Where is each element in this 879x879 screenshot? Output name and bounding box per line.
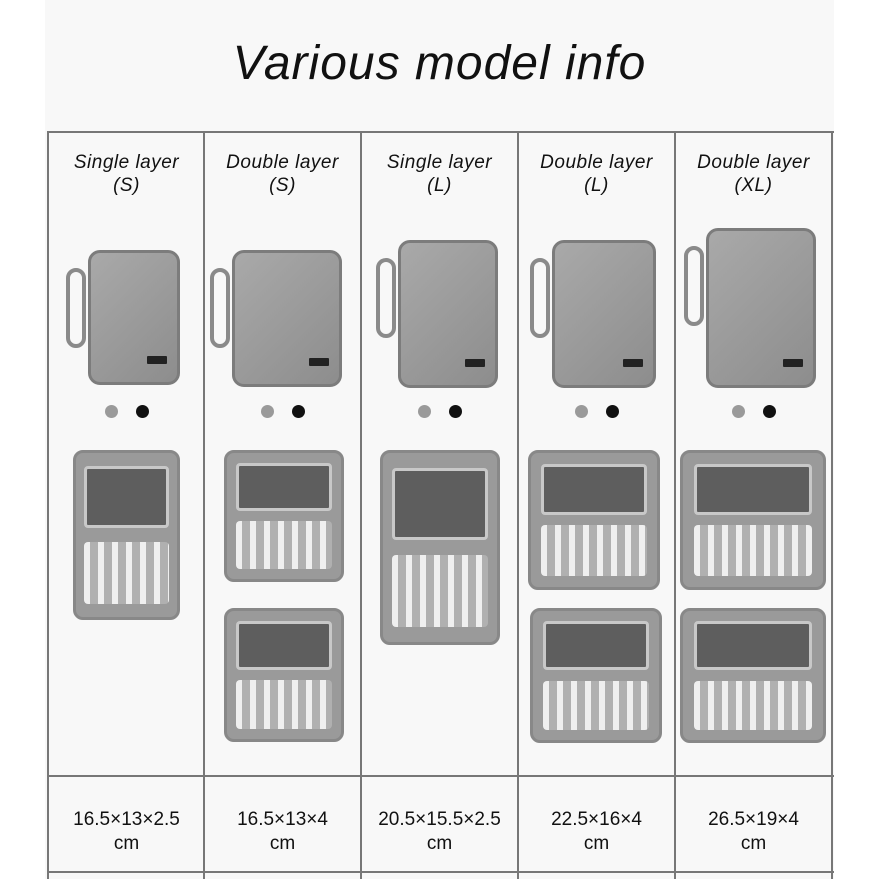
dimensions-unit: cm: [426, 833, 453, 854]
wrist-strap: [530, 258, 550, 338]
table-column-line: [360, 131, 362, 879]
dimensions-value: 22.5×16×4: [551, 809, 642, 830]
color-swatch-gray[interactable]: [574, 405, 588, 418]
model-name-line: Single layer: [73, 152, 180, 173]
closed-bag-image: [706, 228, 816, 388]
model-name: Single layer(S): [49, 151, 204, 197]
mesh-pocket: [236, 463, 332, 511]
brand-logo: [623, 359, 643, 367]
cable-organizer: [236, 521, 332, 569]
model-dimensions: 22.5×16×4 cm: [519, 808, 674, 856]
color-options: [362, 405, 517, 423]
model-size-label: (XL): [734, 175, 773, 196]
open-bag-image: [224, 450, 344, 582]
color-swatch-black[interactable]: [762, 405, 776, 418]
open-bag-image: [380, 450, 500, 645]
model-name-line: Double layer: [697, 152, 810, 173]
model-name: Single layer(L): [362, 151, 517, 197]
brand-logo: [465, 359, 485, 367]
wrist-strap: [210, 268, 230, 348]
model-name-line: Double layer: [226, 152, 339, 173]
model-name: Double layer(S): [205, 151, 360, 197]
dimensions-value: 16.5×13×4: [237, 809, 328, 830]
color-swatch-black[interactable]: [135, 405, 149, 418]
color-options: [205, 405, 360, 423]
open-bag-image: [224, 608, 344, 742]
table-column-line: [517, 131, 519, 879]
color-options: [519, 405, 674, 423]
cable-organizer: [541, 525, 647, 577]
closed-bag-image: [398, 240, 498, 388]
dimensions-unit: cm: [583, 833, 610, 854]
cable-organizer: [236, 680, 332, 729]
table-divider: [47, 871, 834, 873]
mesh-pocket: [694, 463, 812, 515]
cable-organizer: [694, 680, 812, 730]
wrist-strap: [376, 258, 396, 338]
color-options: [676, 405, 831, 423]
page-title: Various model info: [232, 37, 647, 90]
model-column: Double layer(XL) 26.5×19×4 cm: [676, 133, 831, 854]
dimensions-value: 20.5×15.5×2.5: [378, 809, 501, 830]
model-size-label: (S): [269, 175, 296, 196]
model-column: Single layer(L) 20.5×15.5×2.5 cm: [362, 133, 517, 854]
cable-organizer: [392, 555, 488, 627]
mesh-pocket: [236, 621, 332, 670]
model-name-line: Single layer: [386, 152, 493, 173]
model-column: Single layer(S) 16.5×13×2.5 cm: [49, 133, 204, 854]
open-bag-image: [530, 608, 662, 743]
table-column-line: [831, 131, 833, 879]
open-bag-image: [528, 450, 660, 590]
dimensions-unit: cm: [113, 833, 140, 854]
mesh-pocket: [541, 463, 647, 515]
wrist-strap: [66, 268, 86, 348]
brand-logo: [783, 359, 803, 367]
open-bag-image: [73, 450, 180, 620]
model-name-line: Double layer: [540, 152, 653, 173]
color-swatch-gray[interactable]: [417, 405, 431, 418]
color-options: [49, 405, 204, 423]
model-size-label: (L): [584, 175, 609, 196]
color-swatch-black[interactable]: [605, 405, 619, 418]
color-swatch-gray[interactable]: [731, 405, 745, 418]
model-dimensions: 16.5×13×4 cm: [205, 808, 360, 856]
table-column-line: [674, 131, 676, 879]
model-name: Double layer(XL): [676, 151, 831, 197]
open-bag-image: [680, 608, 826, 743]
table-column-line: [203, 131, 205, 879]
color-swatch-gray[interactable]: [104, 405, 118, 418]
mesh-pocket: [392, 468, 488, 540]
table-divider: [47, 775, 834, 777]
brand-logo: [309, 358, 329, 366]
color-swatch-gray[interactable]: [260, 405, 274, 418]
model-name: Double layer(L): [519, 151, 674, 197]
cable-organizer: [84, 541, 169, 604]
model-column: Double layer(L) 22.5×16×4 cm: [519, 133, 674, 854]
model-size-label: (S): [113, 175, 140, 196]
dimensions-unit: cm: [269, 833, 296, 854]
model-dimensions: 20.5×15.5×2.5 cm: [362, 808, 517, 856]
model-column: Double layer(S) 16.5×13×4 cm: [205, 133, 360, 854]
mesh-pocket: [694, 621, 812, 671]
dimensions-value: 16.5×13×2.5: [73, 809, 180, 830]
mesh-pocket: [84, 466, 169, 529]
closed-bag-image: [232, 250, 342, 387]
color-swatch-black[interactable]: [448, 405, 462, 418]
color-swatch-black[interactable]: [291, 405, 305, 418]
table-border-top: [47, 131, 834, 133]
model-dimensions: 26.5×19×4 cm: [676, 808, 831, 856]
brand-logo: [147, 356, 167, 364]
model-size-label: (L): [427, 175, 452, 196]
dimensions-value: 26.5×19×4: [708, 809, 799, 830]
mesh-pocket: [543, 621, 649, 671]
dimensions-unit: cm: [740, 833, 767, 854]
closed-bag-image: [88, 250, 180, 385]
model-dimensions: 16.5×13×2.5 cm: [49, 808, 204, 856]
wrist-strap: [684, 246, 704, 326]
table-column-line: [47, 131, 49, 879]
cable-organizer: [543, 680, 649, 730]
open-bag-image: [680, 450, 826, 590]
cable-organizer: [694, 525, 812, 577]
closed-bag-image: [552, 240, 656, 388]
